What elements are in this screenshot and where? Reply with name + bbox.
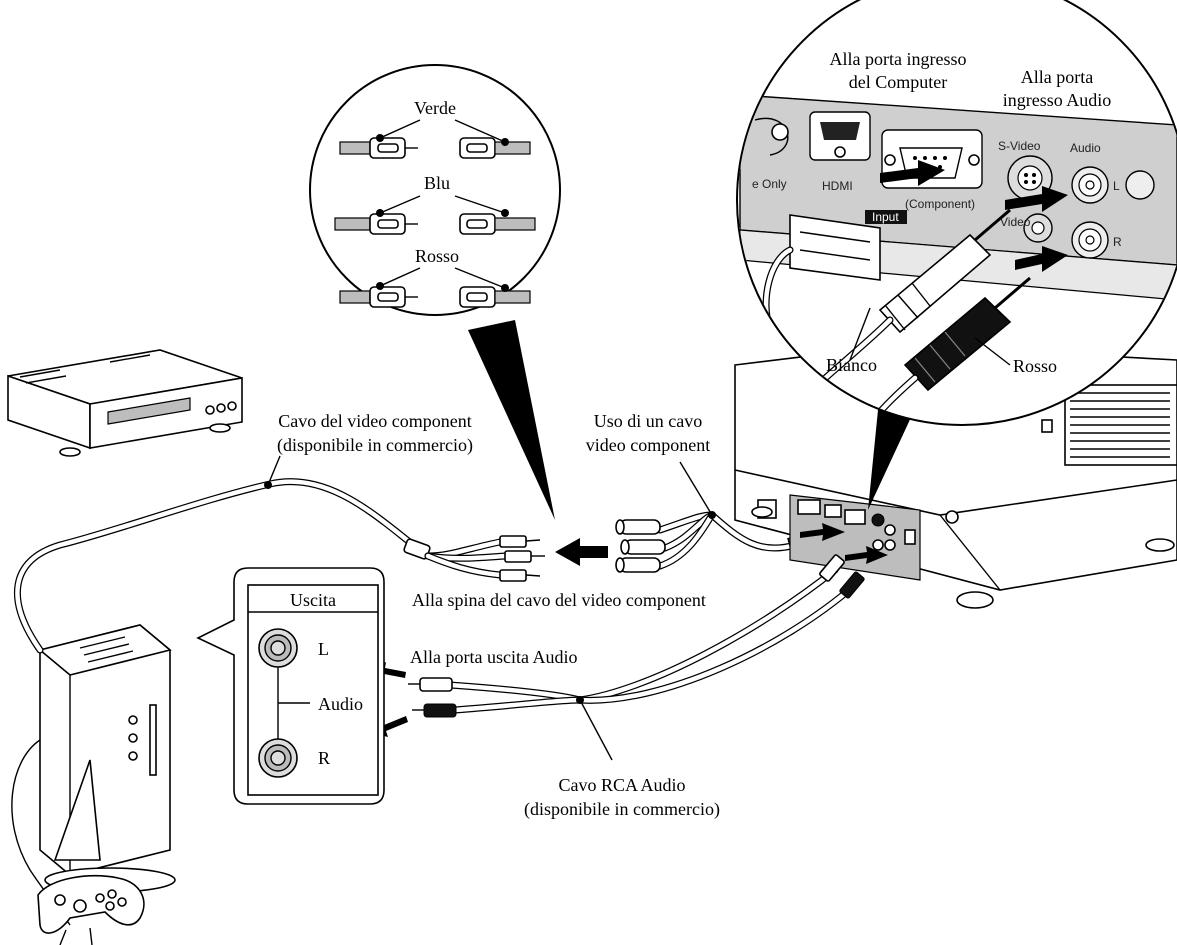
leader-line (579, 699, 613, 761)
label-use-cable-1: Uso di un cavo (594, 411, 702, 431)
projector-rear-panel (789, 494, 921, 581)
rca-plug-red (412, 703, 457, 718)
arrow-left-icon (555, 538, 608, 566)
arrow-right-icon (880, 160, 945, 186)
projector (734, 344, 1177, 609)
vga-plug (762, 214, 881, 334)
label-spina: Alla spina del cavo del video component (412, 590, 706, 610)
plug-colors-magnifier (309, 64, 561, 520)
set-top-box (7, 349, 243, 457)
hdmi-port (809, 111, 871, 161)
label-audio-port-1: Alla porta (1021, 67, 1093, 87)
svideo-port (1007, 155, 1053, 201)
rca-plug-white (408, 677, 453, 692)
panel-only-label: e Only (752, 177, 787, 191)
panel-input-label: Input (872, 210, 899, 224)
audio-in-l-port (1071, 166, 1109, 204)
plug-row-rosso (339, 267, 531, 308)
panel-l-label: L (1113, 179, 1120, 193)
label-rca-1: Cavo RCA Audio (558, 775, 685, 795)
label-component-cable-2: (disponibile in commercio) (277, 435, 473, 456)
projector-ports-magnifier: Input e Only HDMI (Component) S-Video Au… (736, 0, 1177, 510)
label-computer-port-2: del Computer (849, 72, 947, 92)
rca-audio-cable (408, 554, 865, 718)
vent-grille (1064, 384, 1177, 466)
rca-plug-red-male (499, 569, 541, 582)
panel-svideo-label: S-Video (998, 139, 1041, 153)
label-use-cable-2: video component (586, 435, 710, 455)
gamepad-icon (37, 875, 145, 945)
arrow-right-icon (1005, 186, 1068, 212)
label-audio-port-2: ingresso Audio (1003, 90, 1112, 110)
label-bianco: Bianco (826, 355, 877, 375)
label-rosso: Rosso (415, 246, 459, 266)
label-rosso-plug: Rosso (1013, 356, 1057, 376)
label-uscita: Uscita (290, 590, 336, 610)
leader-line (267, 455, 281, 486)
plug-row-verde (339, 119, 531, 159)
arrow-right-icon (845, 546, 888, 564)
panel-video-label: Video (1000, 215, 1031, 229)
output-callout (196, 567, 385, 805)
rca-plug-blue-male (504, 550, 545, 563)
game-console (11, 624, 176, 926)
panel-audio-label: Audio (1070, 141, 1101, 155)
arrow-right-icon (1015, 246, 1068, 272)
panel-r-label: R (1113, 235, 1122, 249)
component-video-cable (14, 478, 545, 654)
label-verde: Verde (414, 98, 456, 118)
audio-in-r-port (1071, 221, 1109, 259)
panel-hdmi-label: HDMI (822, 179, 853, 193)
label-computer-port-1: Alla porta ingresso (830, 49, 967, 69)
label-blu: Blu (424, 173, 450, 193)
arrow-right-icon (800, 523, 845, 541)
video-port (1023, 213, 1053, 243)
label-component-cable-1: Cavo del video component (278, 411, 471, 431)
panel-component-label: (Component) (905, 197, 975, 211)
label-rca-2: (disponibile in commercio) (524, 799, 720, 820)
rca-plug-green-male (499, 535, 541, 548)
plug-row-blu (334, 195, 536, 235)
label-audio: Audio (318, 694, 363, 714)
leader-line (679, 461, 713, 516)
label-uscita-audio: Alla porta uscita Audio (410, 647, 577, 667)
label-r: R (318, 748, 330, 768)
label-l: L (318, 639, 329, 659)
